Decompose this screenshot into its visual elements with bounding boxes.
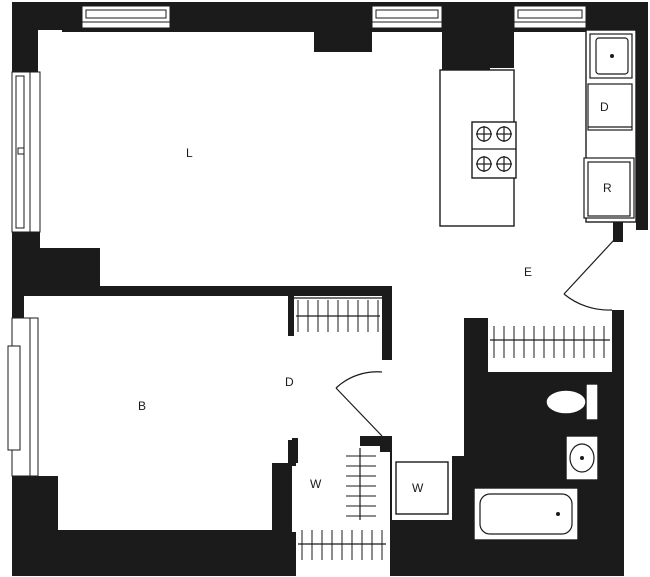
hall-closet — [490, 326, 610, 358]
bathtub-icon — [473, 487, 579, 541]
walk-in-closet-rod — [346, 448, 376, 520]
doors — [335, 239, 615, 437]
window-left-living — [11, 71, 41, 233]
washer — [395, 461, 449, 515]
appliance-label-washer: W — [412, 481, 424, 495]
room-label-walk-in-closet: W — [310, 477, 322, 491]
appliance-label-dishwasher: D — [600, 100, 609, 114]
bedroom-closet — [294, 297, 382, 332]
window-top-right — [513, 5, 587, 29]
window-top-middle — [371, 5, 443, 29]
entry-door — [563, 239, 615, 311]
bedroom-door — [335, 371, 383, 437]
dishwasher — [587, 83, 633, 131]
bath-sink-icon — [565, 435, 599, 481]
room-label-living: L — [186, 146, 193, 160]
toilet-icon — [545, 383, 599, 421]
cooktop-icon — [471, 121, 517, 179]
room-labels: L B E D W D R W — [138, 100, 612, 495]
closets — [294, 297, 610, 560]
window-top-left — [81, 5, 171, 29]
kitchen — [439, 29, 637, 227]
sink-icon — [589, 33, 633, 79]
room-label-dressing: D — [285, 375, 294, 389]
windows — [7, 5, 587, 477]
room-label-bedroom: B — [138, 399, 146, 413]
bathroom — [472, 372, 599, 541]
window-left-bedroom — [7, 317, 39, 477]
walk-in-closet-rod-bottom — [298, 530, 386, 560]
appliance-label-refrigerator: R — [603, 181, 612, 195]
room-label-entry: E — [524, 265, 532, 279]
